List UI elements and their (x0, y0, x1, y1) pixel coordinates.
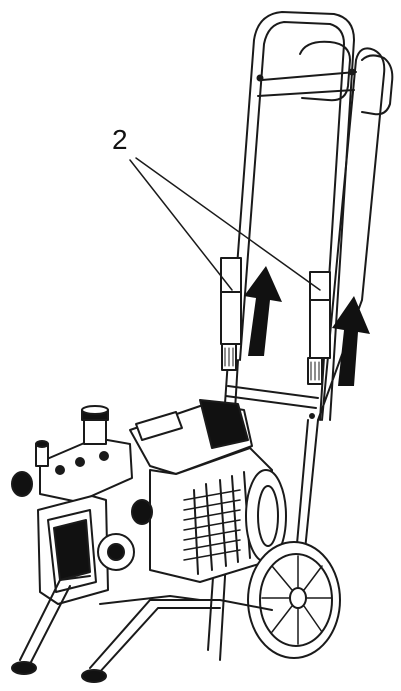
motor-housing (129, 399, 287, 583)
up-arrow-icon-left (244, 266, 282, 356)
pump-manifold (11, 405, 153, 525)
up-arrow-icon-right (332, 296, 370, 386)
pump-front-cover (37, 495, 135, 605)
cart-base (11, 575, 273, 683)
callout-label-2: 2 (112, 124, 128, 155)
telescoping-sleeve-right (307, 271, 331, 385)
telescoping-sleeve-left (220, 257, 242, 371)
callout-leader-lines (129, 157, 321, 291)
cart-wheel (247, 541, 341, 659)
